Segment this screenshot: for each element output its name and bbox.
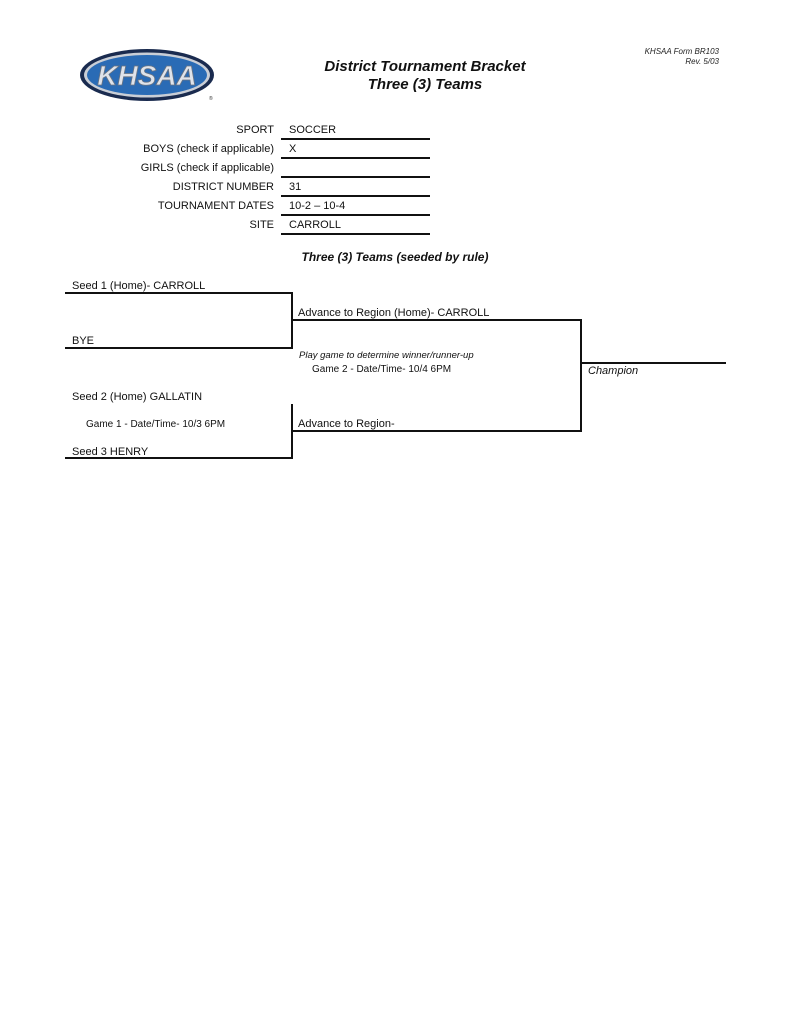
- district-number-underline: [281, 195, 430, 197]
- advance-top-line: [292, 319, 582, 321]
- form-row-sport: SPORT SOCCER: [0, 122, 791, 141]
- sport-label: SPORT: [236, 124, 274, 136]
- seed3-label: Seed 3 HENRY: [72, 446, 149, 458]
- form-row-site: SITE CARROLL: [0, 217, 791, 236]
- tournament-dates-label: TOURNAMENT DATES: [157, 200, 274, 212]
- sport-value[interactable]: SOCCER: [289, 124, 337, 136]
- title-line-2: Three (3) Teams: [367, 76, 483, 93]
- form-number: KHSAA Form BR103: [644, 47, 719, 56]
- title-line-1: District Tournament Bracket: [324, 58, 526, 75]
- seed1-label: Seed 1 (Home)- CARROLL: [72, 280, 206, 292]
- girls-label: GIRLS (check if applicable): [140, 162, 274, 174]
- site-underline: [281, 233, 430, 235]
- site-label: SITE: [249, 219, 274, 231]
- form-row-dates: TOURNAMENT DATES 10-2 – 10-4: [0, 198, 791, 217]
- form-row-girls: GIRLS (check if applicable): [0, 160, 791, 179]
- play-note: Play game to determine winner/runner-up: [299, 350, 474, 361]
- game1-info: Game 1 - Date/Time- 10/3 6PM: [86, 419, 226, 430]
- page-title: District Tournament Bracket Three (3) Te…: [300, 58, 550, 94]
- district-number-label: DISTRICT NUMBER: [172, 181, 274, 193]
- svg-text:®: ®: [209, 95, 213, 102]
- tournament-dates-underline: [281, 214, 430, 216]
- advance-bottom-label: Advance to Region-: [298, 418, 395, 430]
- form-row-boys: BOYS (check if applicable) X: [0, 141, 791, 160]
- bye-line: [65, 347, 293, 349]
- logo-text: KHSAA: [97, 60, 197, 91]
- sport-underline: [281, 138, 430, 140]
- seed3-line: [65, 457, 293, 459]
- bye-label: BYE: [72, 335, 95, 347]
- seed1-line: [65, 292, 293, 294]
- boys-underline: [281, 157, 430, 159]
- advance-top-label: Advance to Region (Home)- CARROLL: [298, 307, 490, 319]
- game2-info: Game 2 - Date/Time- 10/4 6PM: [312, 364, 452, 375]
- boys-label: BOYS (check if applicable): [143, 143, 274, 155]
- advance-bottom-line: [292, 430, 582, 432]
- form-revision: Rev. 5/03: [685, 57, 719, 66]
- form-reference: KHSAA Form BR103 Rev. 5/03: [645, 47, 719, 67]
- boys-value[interactable]: X: [289, 143, 297, 155]
- girls-underline: [281, 176, 430, 178]
- bracket-subtitle: Three (3) Teams (seeded by rule): [301, 250, 489, 264]
- bracket-connector-final: [580, 319, 582, 432]
- champion-line: [581, 362, 726, 364]
- seed2-label: Seed 2 (Home) GALLATIN: [72, 391, 203, 403]
- form-row-district: DISTRICT NUMBER 31: [0, 179, 791, 198]
- district-number-value[interactable]: 31: [289, 181, 302, 193]
- khsaa-logo: KHSAA ®: [78, 48, 216, 102]
- champion-label: Champion: [588, 365, 639, 377]
- site-value[interactable]: CARROLL: [289, 219, 341, 231]
- tournament-dates-value[interactable]: 10-2 – 10-4: [289, 200, 346, 212]
